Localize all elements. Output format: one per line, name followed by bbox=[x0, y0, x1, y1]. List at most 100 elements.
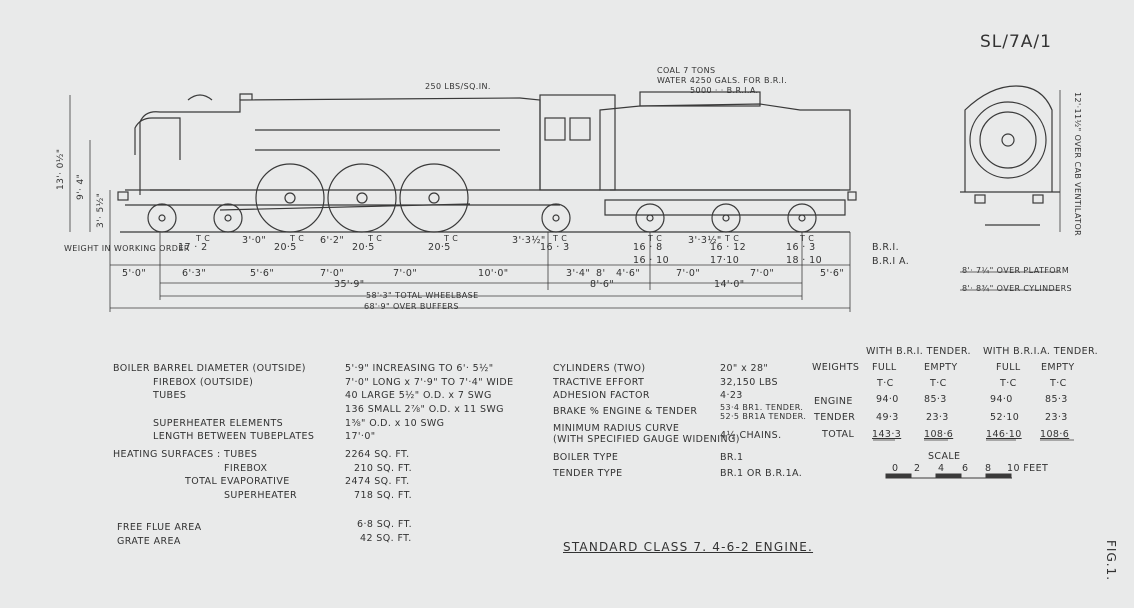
axle-weight: 16 · 3 bbox=[540, 242, 570, 253]
engine-value: 4·23 bbox=[720, 390, 743, 401]
total-engine-wheelbase: 35'·9" bbox=[334, 279, 365, 290]
tc-mark: T C bbox=[648, 234, 663, 243]
axle-weight-1a: 18 · 10 bbox=[786, 255, 823, 266]
end-view-platform: 8'· 7¼" OVER PLATFORM bbox=[962, 266, 1070, 275]
weights-unit: T·C bbox=[1000, 378, 1017, 389]
variant-label: B.R.I. bbox=[872, 242, 900, 253]
weights-cell: 85·3 bbox=[924, 394, 947, 405]
engine-value: 20" x 28" bbox=[720, 363, 769, 374]
tc-mark: T C bbox=[290, 234, 305, 243]
engine-value: 53·4 BR1. TENDER. bbox=[720, 403, 804, 412]
axle-weight-1a: 17·10 bbox=[710, 255, 740, 266]
spec-label: BOILER BARREL DIAMETER (OUTSIDE) bbox=[113, 363, 306, 374]
gap-label: 3'·0" bbox=[242, 235, 267, 246]
smoke-deflector bbox=[134, 117, 181, 160]
dome bbox=[187, 94, 213, 101]
spec-value: 1⅜" O.D. x 10 SWG bbox=[345, 418, 445, 429]
spec-label: LENGTH BETWEEN TUBEPLATES bbox=[153, 431, 315, 442]
spacing: 7'·0" bbox=[750, 268, 775, 279]
engine-label: BOILER TYPE bbox=[553, 452, 619, 463]
axle-weight: 20·5 bbox=[274, 242, 297, 253]
spacing: 3'·4" bbox=[566, 268, 591, 279]
scale-tick: 10 FEET bbox=[1007, 463, 1049, 474]
engine-value: 32,150 LBS bbox=[720, 377, 778, 388]
weights-row-label: ENGINE bbox=[814, 396, 853, 407]
axle-weight-1a: 16 · 10 bbox=[633, 255, 670, 266]
tc-mark: T C bbox=[725, 234, 740, 243]
drawing-title: STANDARD CLASS 7. 4-6-2 ENGINE. bbox=[563, 540, 814, 554]
weights-unit: T·C bbox=[930, 378, 947, 389]
dimension-lines bbox=[109, 232, 1060, 312]
engine-label: TRACTIVE EFFORT bbox=[553, 377, 645, 388]
engine-value: 4½ CHAINS. bbox=[720, 430, 782, 441]
weights-cell: 23·3 bbox=[926, 412, 949, 423]
spacing: 4'·6" bbox=[616, 268, 641, 279]
heating-value: 2474 SQ. FT. bbox=[345, 476, 410, 487]
engine-label: CYLINDERS (TWO) bbox=[553, 363, 646, 374]
gap-label: 6'·2" bbox=[320, 235, 345, 246]
water-capacity-br1a: 5000 · · B.R.I.A. bbox=[690, 86, 759, 95]
spec-value: 136 SMALL 2⅞" O.D. x 11 SWG bbox=[345, 404, 504, 415]
boiler-outline bbox=[139, 97, 541, 195]
total-wheelbase: 58'·3" TOTAL WHEELBASE bbox=[366, 291, 479, 300]
gap-label: 3'·3½" bbox=[512, 235, 546, 246]
gap-label: 3'·3½" bbox=[688, 235, 722, 246]
heating-label: HEATING SURFACES : TUBES bbox=[113, 449, 258, 460]
spec-value: 7'·0" LONG x 7'·9" TO 7'·4" WIDE bbox=[345, 377, 514, 388]
area-value: 6·8 SQ. FT. bbox=[357, 519, 413, 530]
end-view-ventilator: 12'·11½" OVER CAB VENTILATOR bbox=[1073, 92, 1082, 237]
heating-label: SUPERHEATER bbox=[224, 490, 298, 501]
coal-capacity: COAL 7 TONS bbox=[657, 66, 716, 75]
heating-label: TOTAL EVAPORATIVE bbox=[185, 476, 290, 487]
weights-cell: 52·10 bbox=[990, 412, 1020, 423]
spacing: 7'·0" bbox=[393, 268, 418, 279]
axle-weight: 16 · 3 bbox=[786, 242, 816, 253]
scale-label: SCALE bbox=[928, 451, 961, 462]
weights-col: EMPTY bbox=[924, 362, 958, 373]
spec-value: 5'·9" INCREASING TO 6'· 5½" bbox=[345, 363, 494, 374]
weights-cell: 94·0 bbox=[990, 394, 1013, 405]
spec-value: 17'·0" bbox=[345, 431, 376, 442]
spacing: 7'·0" bbox=[676, 268, 701, 279]
engine-label: MINIMUM RADIUS CURVE bbox=[553, 423, 680, 434]
weight-label: WEIGHT IN WORKING ORDER bbox=[64, 244, 190, 253]
axle-weight: 20·5 bbox=[428, 242, 451, 253]
drawing-number: SL/7A/1 bbox=[980, 32, 1052, 52]
tc-mark: T C bbox=[800, 234, 815, 243]
weights-col: FULL bbox=[872, 362, 897, 373]
spacing: 5'·6" bbox=[250, 268, 275, 279]
wheels bbox=[147, 163, 817, 233]
cab-window bbox=[544, 117, 566, 141]
height-boiler: 9'· 4" bbox=[76, 173, 86, 200]
tender-coal-bunker bbox=[639, 91, 761, 107]
spacing: 7'·0" bbox=[320, 268, 345, 279]
axle-weight: 17 · 2 bbox=[178, 242, 208, 253]
weights-unit: T·C bbox=[1050, 378, 1067, 389]
spacing: 5'·0" bbox=[122, 268, 147, 279]
tc-mark: T C bbox=[444, 234, 459, 243]
water-capacity-br1: WATER 4250 GALS. FOR B.R.I. bbox=[657, 76, 788, 85]
weights-col: EMPTY bbox=[1041, 362, 1075, 373]
coupling-rod bbox=[219, 203, 471, 211]
scale-tick: 6 bbox=[962, 463, 969, 474]
axle-weight: 16 · 12 bbox=[710, 242, 747, 253]
heating-value: 2264 SQ. FT. bbox=[345, 449, 410, 460]
heating-value: 718 SQ. FT. bbox=[354, 490, 413, 501]
engine-label: (WITH SPECIFIED GAUGE WIDENING) bbox=[553, 434, 740, 445]
spacing: 6'·3" bbox=[182, 268, 207, 279]
scale-bar bbox=[885, 473, 1012, 479]
height-overall: 13'· 0½" bbox=[56, 148, 66, 190]
weights-cell: 94·0 bbox=[876, 394, 899, 405]
tc-mark: T C bbox=[196, 234, 211, 243]
scale-tick: 4 bbox=[938, 463, 945, 474]
engine-value: BR.1 OR B.R.1A. bbox=[720, 468, 803, 479]
tc-mark: T C bbox=[368, 234, 383, 243]
tender-body bbox=[599, 103, 851, 191]
weights-unit: T·C bbox=[877, 378, 894, 389]
over-buffers: 68'·9" OVER BUFFERS bbox=[364, 302, 459, 311]
weights-cell: 49·3 bbox=[876, 412, 899, 423]
weights-cell: 143·3 bbox=[872, 429, 902, 440]
tc-mark: T C bbox=[553, 234, 568, 243]
scale-tick: 0 bbox=[892, 463, 899, 474]
front-buffer bbox=[117, 191, 129, 201]
